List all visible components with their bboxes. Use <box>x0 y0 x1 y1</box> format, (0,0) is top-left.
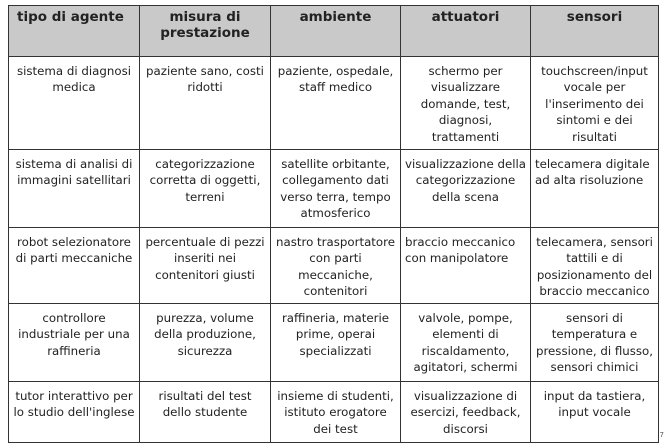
cell-actuators: valvole, pompe, elementi di riscaldament… <box>400 303 531 382</box>
page-number: 7 <box>659 431 664 439</box>
table-row: controllore industriale per una raffiner… <box>8 303 659 382</box>
table-row: robot selezionatore di parti meccaniche … <box>8 227 659 304</box>
cell-sensors: telecamera digitale ad alta risoluzione <box>530 149 659 228</box>
cell-environment: satellite orbitante, collegamento dati v… <box>270 149 401 228</box>
cell-actuators: visualizzazione di esercizi, feedback, d… <box>400 381 531 443</box>
cell-sensors: touchscreen/input vocale per l'inserimen… <box>530 56 659 150</box>
cell-actuators: visualizzazione della categorizzazione d… <box>400 149 531 228</box>
cell-environment: insieme di studenti, istituto erogatore … <box>270 381 401 443</box>
header-agent-type: tipo di agente <box>8 5 140 57</box>
cell-agent-type: sistema di diagnosi medica <box>8 56 140 150</box>
cell-performance-measure: purezza, volume della produzione, sicure… <box>139 303 271 382</box>
cell-agent-type: sistema di analisi di immagini satellita… <box>8 149 140 228</box>
cell-performance-measure: percentuale di pezzi inseriti nei conten… <box>139 227 271 304</box>
cell-sensors: input da tastiera, input vocale <box>530 381 659 443</box>
cell-performance-measure: paziente sano, costi ridotti <box>139 56 271 150</box>
cell-sensors: sensori di temperatura e pressione, di f… <box>530 303 659 382</box>
cell-agent-type: controllore industriale per una raffiner… <box>8 303 140 382</box>
table-row: sistema di diagnosi medica paziente sano… <box>8 56 659 150</box>
header-sensors: sensori <box>530 5 659 57</box>
cell-environment: raffineria, materie prime, operai specia… <box>270 303 401 382</box>
cell-agent-type: robot selezionatore di parti meccaniche <box>8 227 140 304</box>
header-performance-measure: misura di prestazione <box>139 5 271 57</box>
cell-environment: paziente, ospedale, staff medico <box>270 56 401 150</box>
cell-performance-measure: risultati del test dello studente <box>139 381 271 443</box>
cell-sensors: telecamera, sensori tattili e di posizio… <box>530 227 659 304</box>
header-environment: ambiente <box>270 5 401 57</box>
agent-types-table: tipo di agente misura di prestazione amb… <box>8 5 659 443</box>
header-row: tipo di agente misura di prestazione amb… <box>8 5 659 57</box>
table-row: tutor interattivo per lo studio dell'ing… <box>8 381 659 443</box>
cell-agent-type: tutor interattivo per lo studio dell'ing… <box>8 381 140 443</box>
cell-actuators: braccio meccanico con manipolatore <box>400 227 531 304</box>
cell-actuators: schermo per visualizzare domande, test, … <box>400 56 531 150</box>
table-row: sistema di analisi di immagini satellita… <box>8 149 659 228</box>
cell-environment: nastro trasportatore con parti meccanich… <box>270 227 401 304</box>
cell-performance-measure: categorizzazione corretta di oggetti, te… <box>139 149 271 228</box>
header-actuators: attuatori <box>400 5 531 57</box>
